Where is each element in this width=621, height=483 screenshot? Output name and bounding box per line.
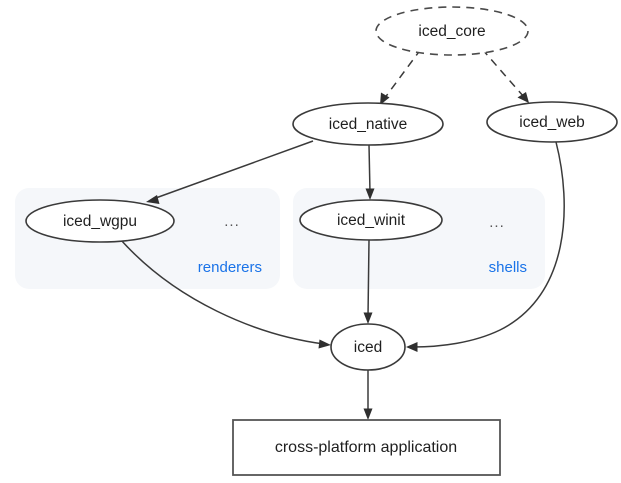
node-iced[interactable]: iced (330, 323, 406, 371)
node-iced-wgpu-shape[interactable] (25, 199, 175, 243)
node-iced-wgpu[interactable]: iced_wgpu (25, 199, 175, 243)
edge-iced-native-to-iced-winit-arrow (365, 188, 375, 200)
node-iced-winit[interactable]: iced_winit (299, 199, 443, 241)
node-iced-winit-label: iced_winit (337, 212, 406, 229)
cluster-shells-ellipsis: ... (489, 214, 505, 231)
node-iced-core-shape[interactable] (375, 6, 529, 56)
edge-iced-core-to-iced-web-arrow (517, 92, 529, 103)
node-cross-platform-application[interactable]: cross-platform application (232, 419, 501, 476)
edge-iced-to-app (363, 370, 373, 420)
edge-iced-to-app-arrow (363, 408, 373, 420)
cluster-renderers-label: renderers (198, 259, 262, 276)
node-cross-platform-application-shape[interactable] (232, 419, 501, 476)
edge-iced-core-to-iced-web-line (481, 48, 525, 98)
cluster-shells-label: shells (489, 259, 527, 276)
node-iced-wgpu-label: iced_wgpu (63, 213, 137, 230)
edge-iced-web-to-iced-arrow (406, 342, 418, 352)
node-iced-core-label: iced_core (418, 23, 485, 40)
edge-iced-native-to-iced-wgpu-arrow (146, 195, 160, 204)
edge-iced-wgpu-to-iced (120, 239, 331, 349)
node-iced-shape[interactable] (330, 323, 406, 371)
edge-iced-native-to-iced-wgpu-line (152, 140, 314, 200)
edge-iced-web-to-iced-line (412, 141, 565, 348)
node-cross-platform-application-label: cross-platform application (275, 439, 457, 456)
node-iced-label: iced (354, 339, 382, 356)
edge-iced-core-to-iced-web (481, 48, 529, 103)
node-iced-web-shape[interactable] (486, 101, 618, 143)
node-iced-native-label: iced_native (329, 116, 407, 133)
node-iced-native[interactable]: iced_native (292, 102, 444, 146)
edge-iced-winit-to-iced-arrow (363, 312, 373, 324)
node-iced-web[interactable]: iced_web (486, 101, 618, 143)
edge-iced-winit-to-iced-line (367, 239, 370, 318)
edge-iced-core-to-iced-native (380, 48, 422, 105)
edge-iced-web-to-iced (406, 141, 565, 352)
cluster-renderers-ellipsis: ... (224, 213, 240, 230)
edge-iced-native-to-iced-winit (365, 144, 375, 200)
edge-iced-native-to-iced-wgpu (146, 140, 314, 204)
edge-iced-winit-to-iced (363, 239, 373, 324)
edge-iced-core-to-iced-native-arrow (380, 92, 390, 105)
cluster-renderers: renderers ... (15, 188, 280, 289)
node-iced-web-label: iced_web (519, 114, 585, 131)
node-iced-core[interactable]: iced_core (375, 6, 529, 56)
node-iced-winit-shape[interactable] (299, 199, 443, 241)
node-iced-native-shape[interactable] (292, 102, 444, 146)
edge-iced-wgpu-to-iced-arrow (318, 339, 331, 349)
edge-iced-core-to-iced-native-line (383, 48, 422, 100)
edge-iced-native-to-iced-winit-line (368, 144, 371, 194)
edge-iced-wgpu-to-iced-line (120, 239, 325, 345)
